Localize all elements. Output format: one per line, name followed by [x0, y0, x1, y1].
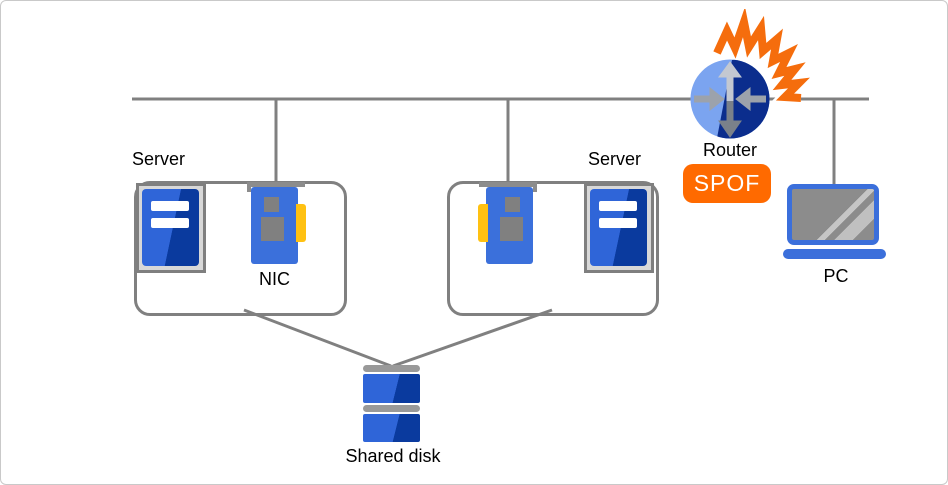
nic-left-bracket-hook	[247, 182, 251, 192]
router-arrow-up-head	[718, 61, 742, 78]
shared-disk-unit-1	[363, 374, 420, 403]
nic-left-chip-small	[264, 197, 279, 212]
server-left-group-box	[134, 181, 347, 316]
shared-disk-top-bar	[363, 365, 420, 372]
pc-laptop-icon	[787, 184, 879, 245]
nic-right-chip-large	[500, 217, 523, 241]
router-icon	[690, 9, 817, 139]
router-label: Router	[702, 140, 758, 160]
pc-laptop-base	[783, 249, 886, 259]
server-left-label: Server	[132, 149, 186, 169]
router-arrow-left-head	[709, 86, 725, 112]
nic-right-edge-connector	[478, 204, 488, 242]
disk-link-right	[392, 308, 553, 368]
server-right-slot	[599, 201, 637, 211]
disk-link-left	[243, 308, 392, 368]
shared-disk-mid-bar	[363, 405, 420, 412]
shared-disk-unit-2	[363, 414, 420, 442]
nic-label: NIC	[259, 269, 290, 289]
nic-right-bracket	[479, 182, 537, 187]
shared-disk-label: Shared disk	[345, 446, 441, 466]
server-right-label: Server	[588, 149, 642, 169]
pc-screen-glare	[792, 189, 874, 240]
nic-right-bracket-hook	[533, 182, 537, 192]
nic-left-bracket	[247, 182, 305, 187]
server-right-slot	[599, 218, 637, 228]
nic-left-chip-large	[261, 217, 284, 241]
spof-badge-text: SPOF	[693, 170, 761, 196]
router-arrow-down-head	[718, 120, 742, 138]
server-left-slot	[151, 201, 189, 211]
nic-left-edge-connector	[296, 204, 306, 242]
pc-label: PC	[823, 266, 849, 286]
server-left-slot	[151, 218, 189, 228]
nic-right-chip-small	[505, 197, 520, 212]
router-arrow-right-head	[735, 86, 751, 112]
explosion-icon	[713, 9, 810, 102]
spof-badge: SPOF	[683, 164, 771, 203]
server-right-group-box	[447, 181, 659, 316]
